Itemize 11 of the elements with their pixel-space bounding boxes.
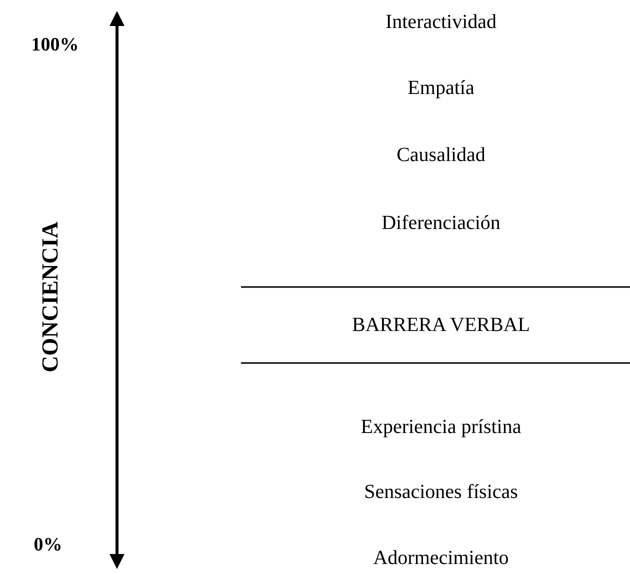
level-label: Interactividad xyxy=(385,12,497,32)
level-label: Empatía xyxy=(408,78,474,98)
barrier-label: BARRERA VERBAL xyxy=(352,315,530,335)
level-label: Diferenciación xyxy=(382,213,500,233)
scale-label: 100% xyxy=(31,36,79,54)
level-label: Adormecimiento xyxy=(373,548,509,568)
scale-label: 0% xyxy=(34,536,62,554)
level-label: Experiencia prístina xyxy=(360,417,522,437)
axis-label: CONCIENCIA xyxy=(38,222,62,372)
level-label: Sensaciones físicas xyxy=(364,482,518,502)
level-label: Causalidad xyxy=(396,145,486,165)
